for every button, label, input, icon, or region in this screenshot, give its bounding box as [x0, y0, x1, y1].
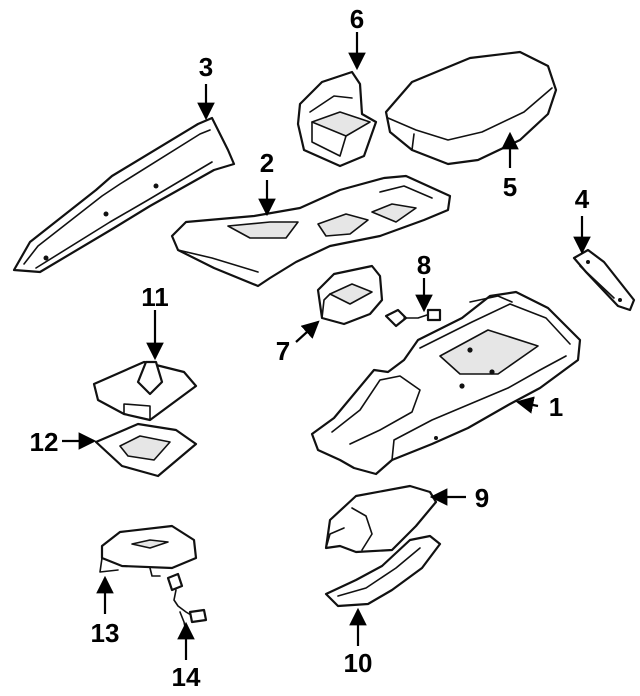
callout-3: 3 — [199, 52, 213, 82]
leader-7 — [295, 320, 320, 343]
callout-11: 11 — [141, 282, 169, 312]
callout-10: 10 — [344, 648, 373, 678]
callout-1: 1 — [549, 392, 563, 422]
callout-9: 9 — [475, 483, 489, 513]
part-4-bracket — [572, 248, 636, 312]
part-12-shift-bezel — [94, 422, 198, 478]
callout-4: 4 — [575, 184, 590, 214]
callout-5: 5 — [503, 172, 517, 202]
callout-8: 8 — [417, 250, 431, 280]
callout-2: 2 — [260, 148, 274, 178]
callout-13: 13 — [91, 618, 120, 648]
part-9-shift-cover — [324, 484, 438, 554]
part-1-console-body — [310, 290, 582, 476]
callout-7: 7 — [276, 336, 290, 366]
part-13-end-panel — [99, 524, 198, 577]
part-2-console-trim — [170, 174, 452, 288]
part-10-lower-bracket — [324, 534, 442, 608]
callout-14: 14 — [172, 662, 201, 692]
part-11-shift-boot — [92, 360, 198, 422]
leader-1 — [515, 396, 539, 414]
part-5-armrest-lid — [384, 50, 558, 166]
callout-6: 6 — [350, 4, 364, 34]
part-3-side-trim — [12, 116, 236, 274]
part-8-switch — [384, 308, 442, 328]
part-6-cup-holder — [296, 70, 378, 168]
part-14-wire-harness — [166, 572, 208, 633]
callout-12: 12 — [30, 427, 59, 457]
part-7-tray — [316, 264, 384, 326]
